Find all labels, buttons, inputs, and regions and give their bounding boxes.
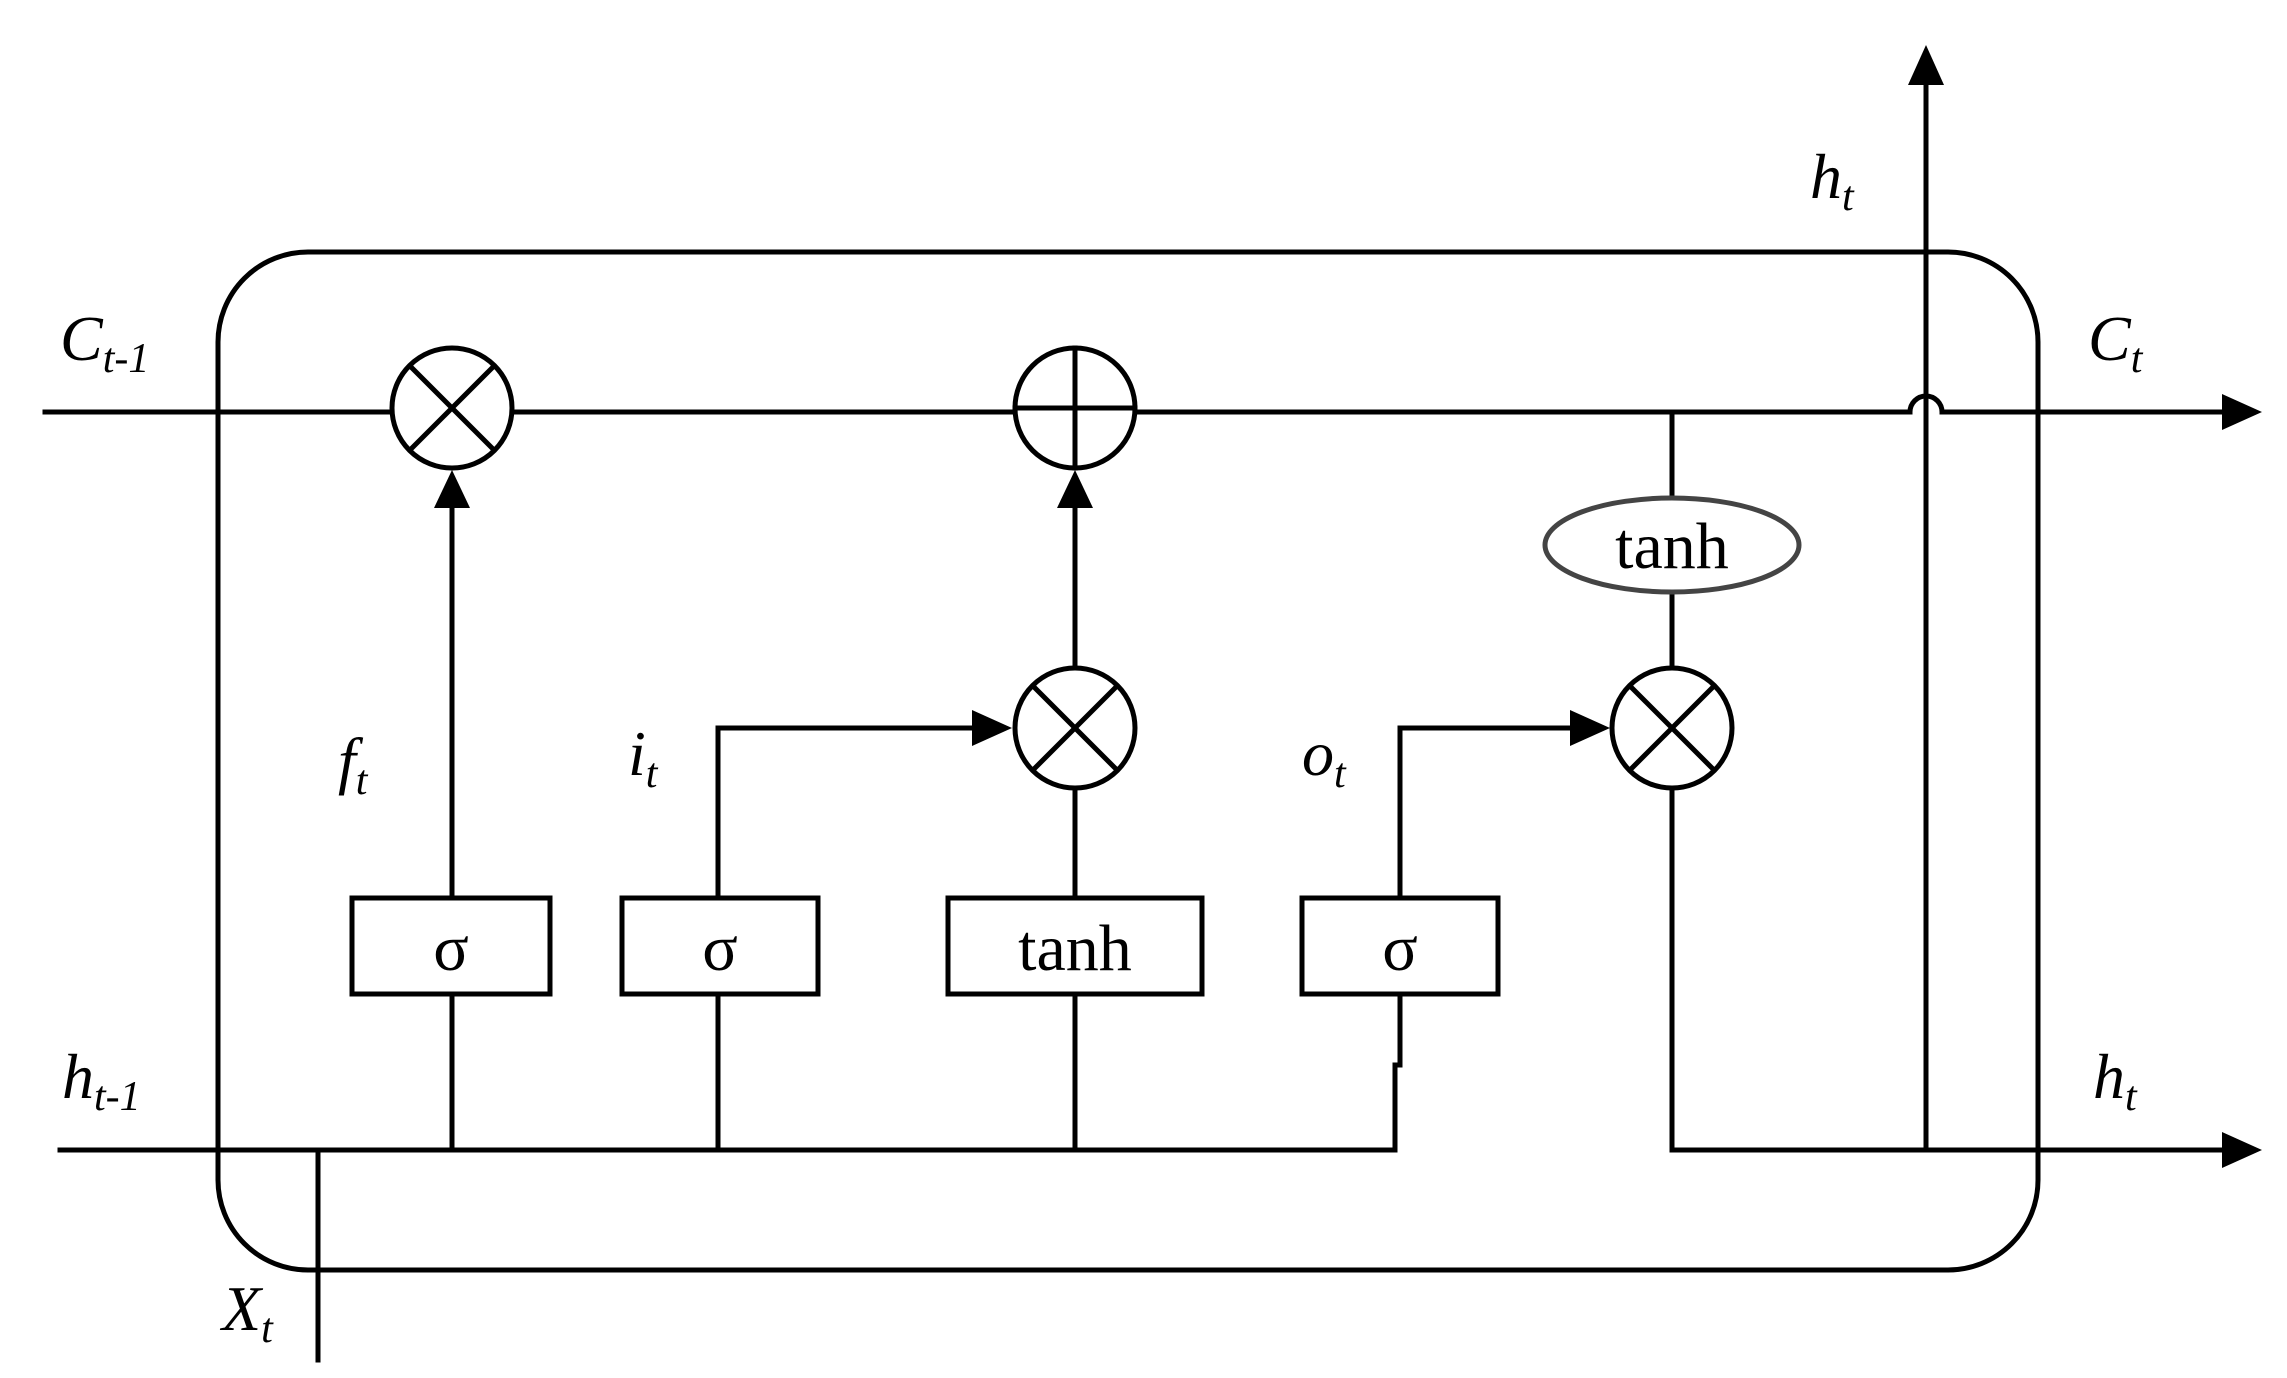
x-input-label: Xt <box>219 1273 274 1352</box>
c-prev-label: Ct-1 <box>60 303 149 382</box>
output-sigma-block: σ <box>1299 895 1501 997</box>
cell-boundary <box>215 249 2041 1273</box>
ht-up-arrowhead <box>1908 45 1944 85</box>
cell-tanh-text: tanh <box>1615 510 1729 583</box>
input-gate-arrowhead <box>972 710 1012 746</box>
forget-gate-arrowhead <box>434 470 470 508</box>
forget-sigma-block: σ <box>349 895 553 997</box>
i-gate-label: it <box>628 718 659 797</box>
cell-tanh-ellipse: tanh <box>1542 495 1802 595</box>
output-gate-arrowhead <box>1570 710 1610 746</box>
candidate-tanh-block: tanh <box>945 895 1205 997</box>
hidden-input-line <box>57 1062 1398 1153</box>
output-multiply-icon <box>1609 665 1735 791</box>
output-sigma-text: σ <box>1382 912 1418 985</box>
h-top-label: ht <box>1810 141 1855 220</box>
forget-multiply-icon <box>389 345 515 471</box>
c-next-label: Ct <box>2088 303 2144 382</box>
candidate-tanh-text: tanh <box>1018 912 1132 985</box>
input-gate-line <box>715 725 978 1153</box>
hidden-output-line <box>1669 722 2228 1153</box>
forget-sigma-text: σ <box>433 912 469 985</box>
o-gate-label: ot <box>1302 718 1347 797</box>
input-multiply-icon <box>1012 665 1138 791</box>
f-gate-label: ft <box>338 725 369 804</box>
h-prev-label: ht-1 <box>62 1041 141 1120</box>
hidden-output-arrowhead <box>2222 1132 2262 1168</box>
cell-state-arrowhead <box>2222 394 2262 430</box>
add-icon <box>1012 345 1138 471</box>
h-next-label: ht <box>2093 1041 2138 1120</box>
candidate-arrowhead <box>1057 470 1093 508</box>
input-sigma-block: σ <box>619 895 821 997</box>
input-sigma-text: σ <box>702 912 738 985</box>
